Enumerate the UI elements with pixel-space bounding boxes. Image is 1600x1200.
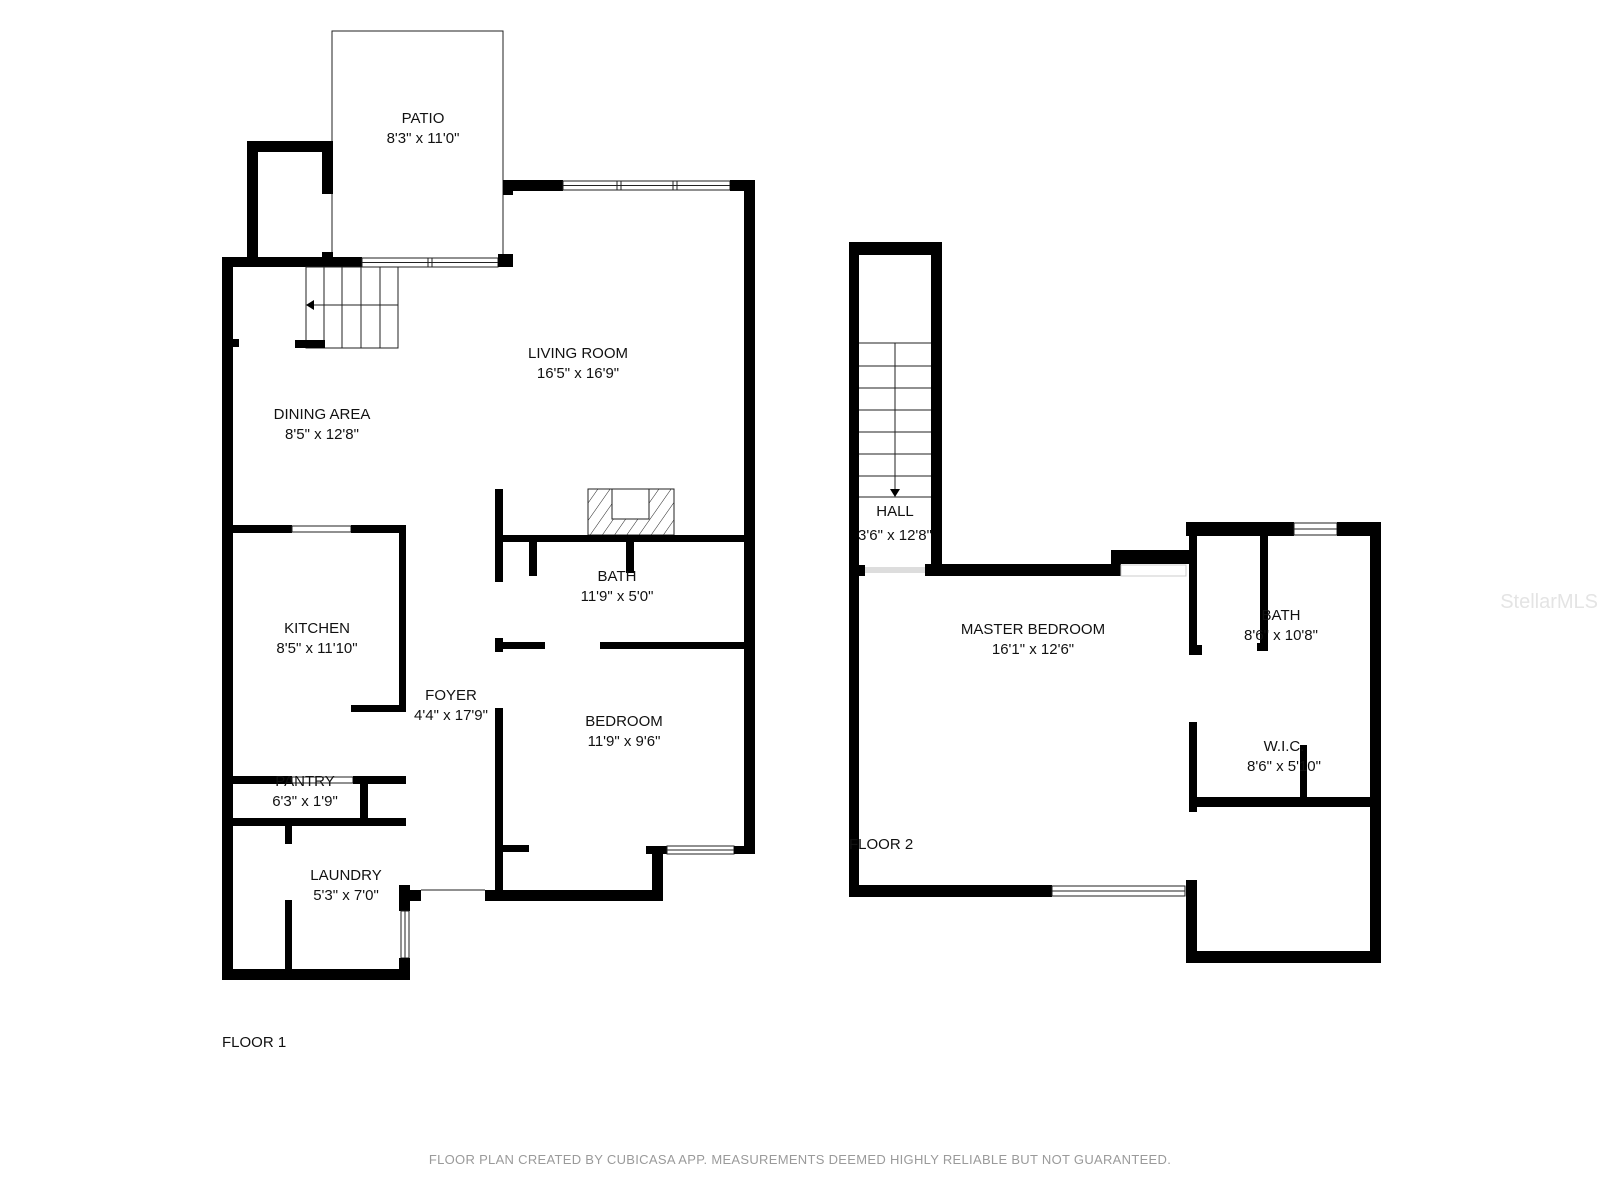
room-dims: 11'9" x 5'0" xyxy=(581,588,654,605)
room-name: KITCHEN xyxy=(284,620,350,637)
stairs-arrow-icon xyxy=(890,489,900,497)
fireplace xyxy=(587,488,675,536)
room-dims: 5'3" x 7'0" xyxy=(313,887,379,904)
room-dims: 11'9" x 9'6" xyxy=(588,733,661,750)
stairs-arrow-icon xyxy=(306,300,314,310)
window xyxy=(1051,885,1186,897)
room-dims: 8'3" x 11'0" xyxy=(387,130,460,147)
room-dims: 8'5" x 12'8" xyxy=(285,426,359,443)
room-name: FOYER xyxy=(425,687,477,704)
window xyxy=(1293,522,1338,536)
room-name: MASTER BEDROOM xyxy=(961,621,1105,638)
room-dims: 4'4" x 17'9" xyxy=(414,707,488,724)
stairs xyxy=(859,342,931,498)
window xyxy=(562,180,731,191)
room-dims: 8'6" x 5'10" xyxy=(1247,758,1321,775)
room-dims: 6'3" x 1'9" xyxy=(272,793,338,810)
stairs xyxy=(295,266,399,349)
window xyxy=(291,525,352,533)
room-name: HALL xyxy=(876,503,914,520)
room-name: W.I.C. xyxy=(1264,738,1305,755)
floor-2-plan xyxy=(849,242,1381,963)
room-name: PATIO xyxy=(402,110,445,127)
floor-2-label: FLOOR 2 xyxy=(849,836,913,853)
floor-1-label: FLOOR 1 xyxy=(222,1034,286,1051)
window xyxy=(666,845,735,855)
window xyxy=(361,257,499,268)
room-dims: 16'1" x 12'6" xyxy=(992,641,1074,658)
room-name: DINING AREA xyxy=(274,406,371,423)
disclaimer-footer: FLOOR PLAN CREATED BY CUBICASA APP. MEAS… xyxy=(429,1152,1171,1167)
floor-2-labels: HALL 3'6" x 12'8" MASTER BEDROOM 16'1" x… xyxy=(849,503,1321,853)
room-dims: 3'6" x 12'8" xyxy=(858,527,932,544)
room-dims: 16'5" x 16'9" xyxy=(537,365,619,382)
room-name: LAUNDRY xyxy=(310,867,381,884)
watermark: StellarMLS xyxy=(1500,591,1598,613)
floor-1-labels: PATIO 8'3" x 11'0" LIVING ROOM 16'5" x 1… xyxy=(222,110,663,1051)
window xyxy=(400,910,410,959)
room-dims: 8'5" x 11'10" xyxy=(276,640,357,657)
room-name: BEDROOM xyxy=(585,713,663,730)
floor-1-plan xyxy=(222,30,755,980)
room-name: LIVING ROOM xyxy=(528,345,628,362)
room-name: BATH xyxy=(1262,607,1301,624)
room-name: BATH xyxy=(598,568,637,585)
room-dims: 8'6" x 10'8" xyxy=(1244,627,1318,644)
room-name: PANTRY xyxy=(275,773,334,790)
